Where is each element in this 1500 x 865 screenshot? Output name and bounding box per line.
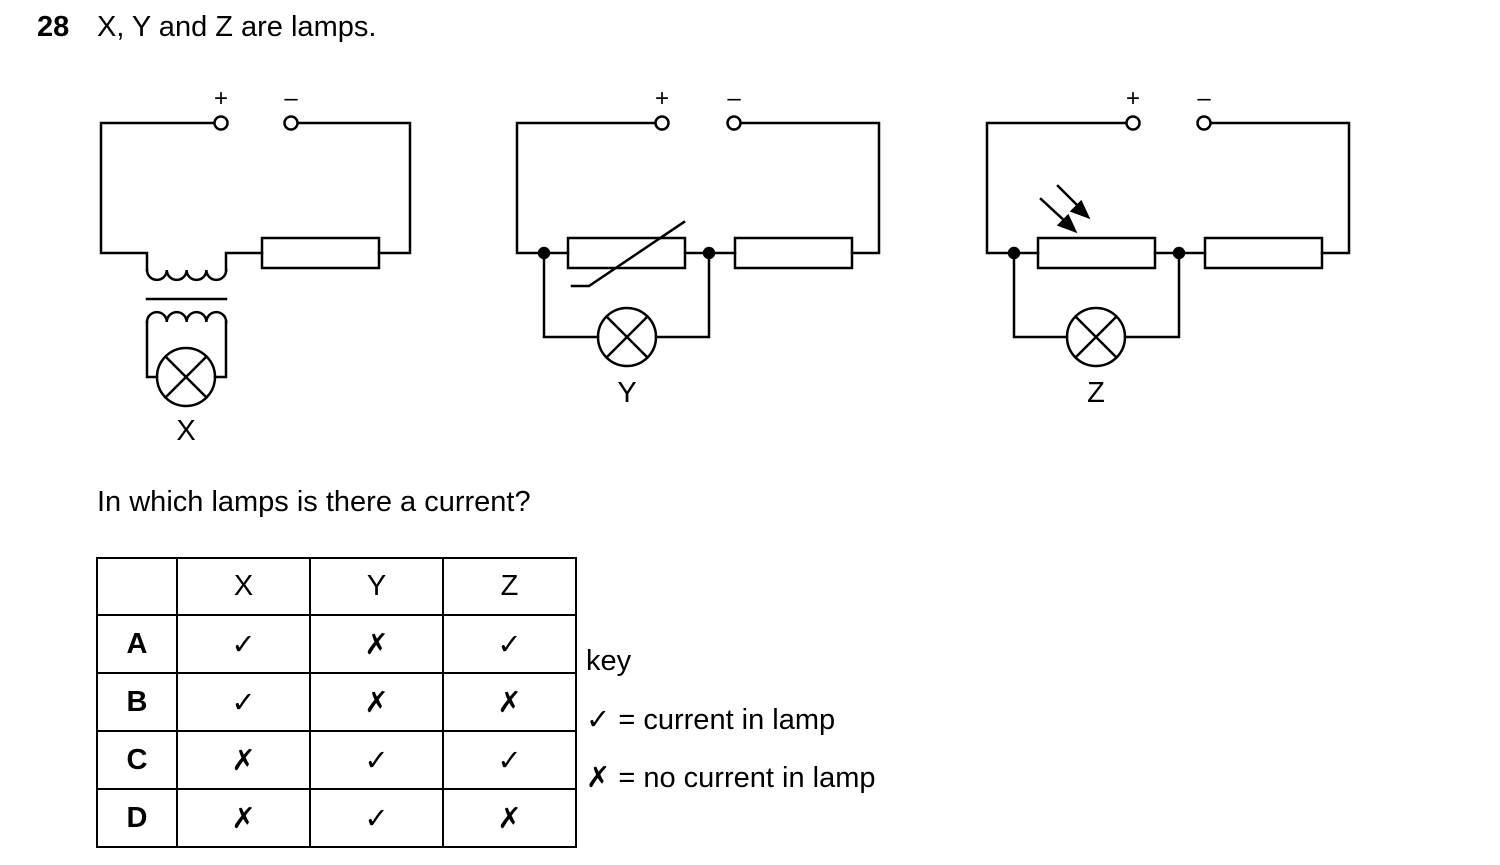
minus-sign: – [727,85,741,112]
question-prompt: In which lamps is there a current? [97,486,531,518]
terminal-negative [1196,115,1212,131]
table-row: A ✓ ✗ ✓ [96,614,577,674]
wire [1012,251,1069,339]
minus-sign: – [1197,85,1211,112]
wire [654,251,711,339]
terminal-negative [726,115,742,131]
wire [1123,251,1181,339]
junction-dot [537,246,551,260]
terminal-positive [1125,115,1141,131]
thermistor-line [570,220,686,288]
table-cell: ✓ [176,672,311,732]
table-cell: ✗ [309,614,444,674]
primary-coil [145,268,228,282]
table-cell: ✓ [309,788,444,848]
lamp-y [596,306,658,368]
answer-table: X Y Z A ✓ ✗ ✓ B ✓ ✗ ✗ C ✗ ✓ ✓ D ✗ ✓ ✗ [96,557,577,848]
minus-sign: – [284,85,298,112]
resistor [733,236,854,270]
key-title: key [586,645,632,677]
wire [985,121,1128,255]
lamp-label-z: Z [1087,377,1105,409]
wire [515,121,657,255]
option-label: C [96,730,178,790]
tick-meaning: = current in lamp [618,703,836,736]
table-cell: ✗ [176,730,311,790]
wire [145,320,159,379]
junction-dot [702,246,716,260]
lamp-x [155,346,217,408]
circuit-diagrams: + – + – + – X Y Z [99,85,1351,447]
circuit-z [985,115,1351,368]
table-cell: ✗ [309,672,444,732]
key-tick-row: ✓ = current in lamp [586,691,875,750]
table-header-row: X Y Z [96,557,577,616]
question-number: 28 [37,11,70,43]
option-label: D [96,788,178,848]
wire [288,121,412,255]
plus-sign: + [1126,85,1140,112]
key-legend: key ✓ = current in lamp ✗ = no current i… [586,632,875,808]
table-cell: ✗ [442,788,577,848]
terminal-positive [654,115,670,131]
resistor [260,236,381,270]
table-header: Z [442,557,577,616]
table-cell: ✗ [176,788,311,848]
option-label: B [96,672,178,732]
table-header: X [176,557,311,616]
key-cross-row: ✗ = no current in lamp [586,749,875,808]
lamp-label-y: Y [617,377,636,409]
secondary-coil [145,310,228,324]
wire [99,121,216,272]
plus-sign: + [214,85,228,112]
plus-sign: + [655,85,669,112]
table-cell: ✓ [442,730,577,790]
wire [213,320,228,379]
circuit-x [99,115,412,408]
tick-symbol: ✓ [586,703,611,736]
terminal-negative [283,115,299,131]
cross-symbol: ✗ [586,762,611,794]
table-row: C ✗ ✓ ✓ [96,730,577,790]
circuit-y [515,115,881,368]
thermistor [566,236,687,270]
option-label: A [96,614,178,674]
table-header [96,557,178,616]
light-arrow-head [1056,213,1078,234]
table-cell: ✓ [309,730,444,790]
light-arrow-head [1069,199,1091,220]
terminal-positive [213,115,229,131]
wire [739,121,881,255]
junction-dot [1172,246,1186,260]
resistor [1203,236,1324,270]
table-row: D ✗ ✓ ✗ [96,788,577,848]
lamp-label-x: X [176,415,195,447]
table-cell: ✓ [442,614,577,674]
wire [1208,121,1351,255]
light-dependent-resistor [1036,236,1157,270]
table-cell: ✗ [442,672,577,732]
table-cell: ✓ [176,614,311,674]
table-row: B ✓ ✗ ✗ [96,672,577,732]
lamp-z [1065,306,1127,368]
question-intro: X, Y and Z are lamps. [97,11,377,43]
table-header: Y [309,557,444,616]
junction-dot [1007,246,1021,260]
wire [542,251,600,339]
cross-meaning: = no current in lamp [618,762,876,794]
wire [224,251,264,272]
